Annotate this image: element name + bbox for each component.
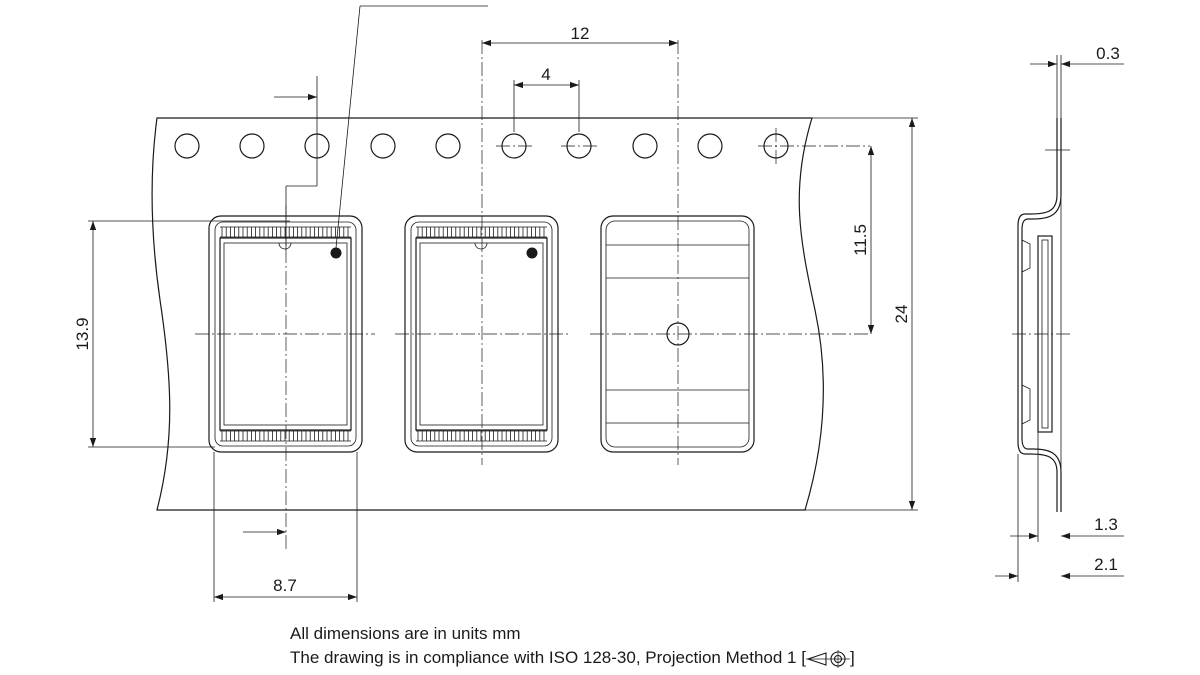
iso-note: The drawing is in compliance with ISO 12… [290, 648, 855, 668]
svg-text:24: 24 [892, 305, 911, 324]
dimension-12: 12 [482, 24, 678, 47]
svg-text:11.5: 11.5 [851, 224, 870, 256]
svg-text:0.3: 0.3 [1096, 44, 1120, 63]
dimension-13-9: 13.9 [73, 220, 290, 448]
dimension-11-5: 11.5 [851, 146, 875, 334]
svg-text:12: 12 [571, 24, 590, 43]
drawing-notes: All dimensions are in units mm The drawi… [290, 622, 855, 670]
dimension-8-7: 8.7 [213, 452, 358, 602]
dimension-2-1: 2.1 [995, 454, 1124, 582]
projection-method-icon [805, 649, 850, 668]
svg-text:2.1: 2.1 [1094, 555, 1118, 574]
tape-outline [151, 117, 824, 511]
hole-to-pocket-offset [243, 76, 318, 536]
center-lines [195, 40, 870, 550]
svg-text:8.7: 8.7 [273, 576, 297, 595]
sprocket-holes [174, 128, 870, 164]
units-note: All dimensions are in units mm [290, 624, 521, 643]
svg-text:1.3: 1.3 [1094, 515, 1118, 534]
svg-text:13.9: 13.9 [73, 317, 92, 350]
dimension-1-3: 1.3 [1010, 432, 1124, 542]
dimension-24: 24 [805, 117, 918, 511]
svg-text:4: 4 [541, 65, 550, 84]
dimension-4: 4 [513, 65, 580, 132]
side-view [1012, 118, 1072, 512]
leader-line [335, 5, 488, 249]
dimension-0-3: 0.3 [1030, 44, 1124, 118]
